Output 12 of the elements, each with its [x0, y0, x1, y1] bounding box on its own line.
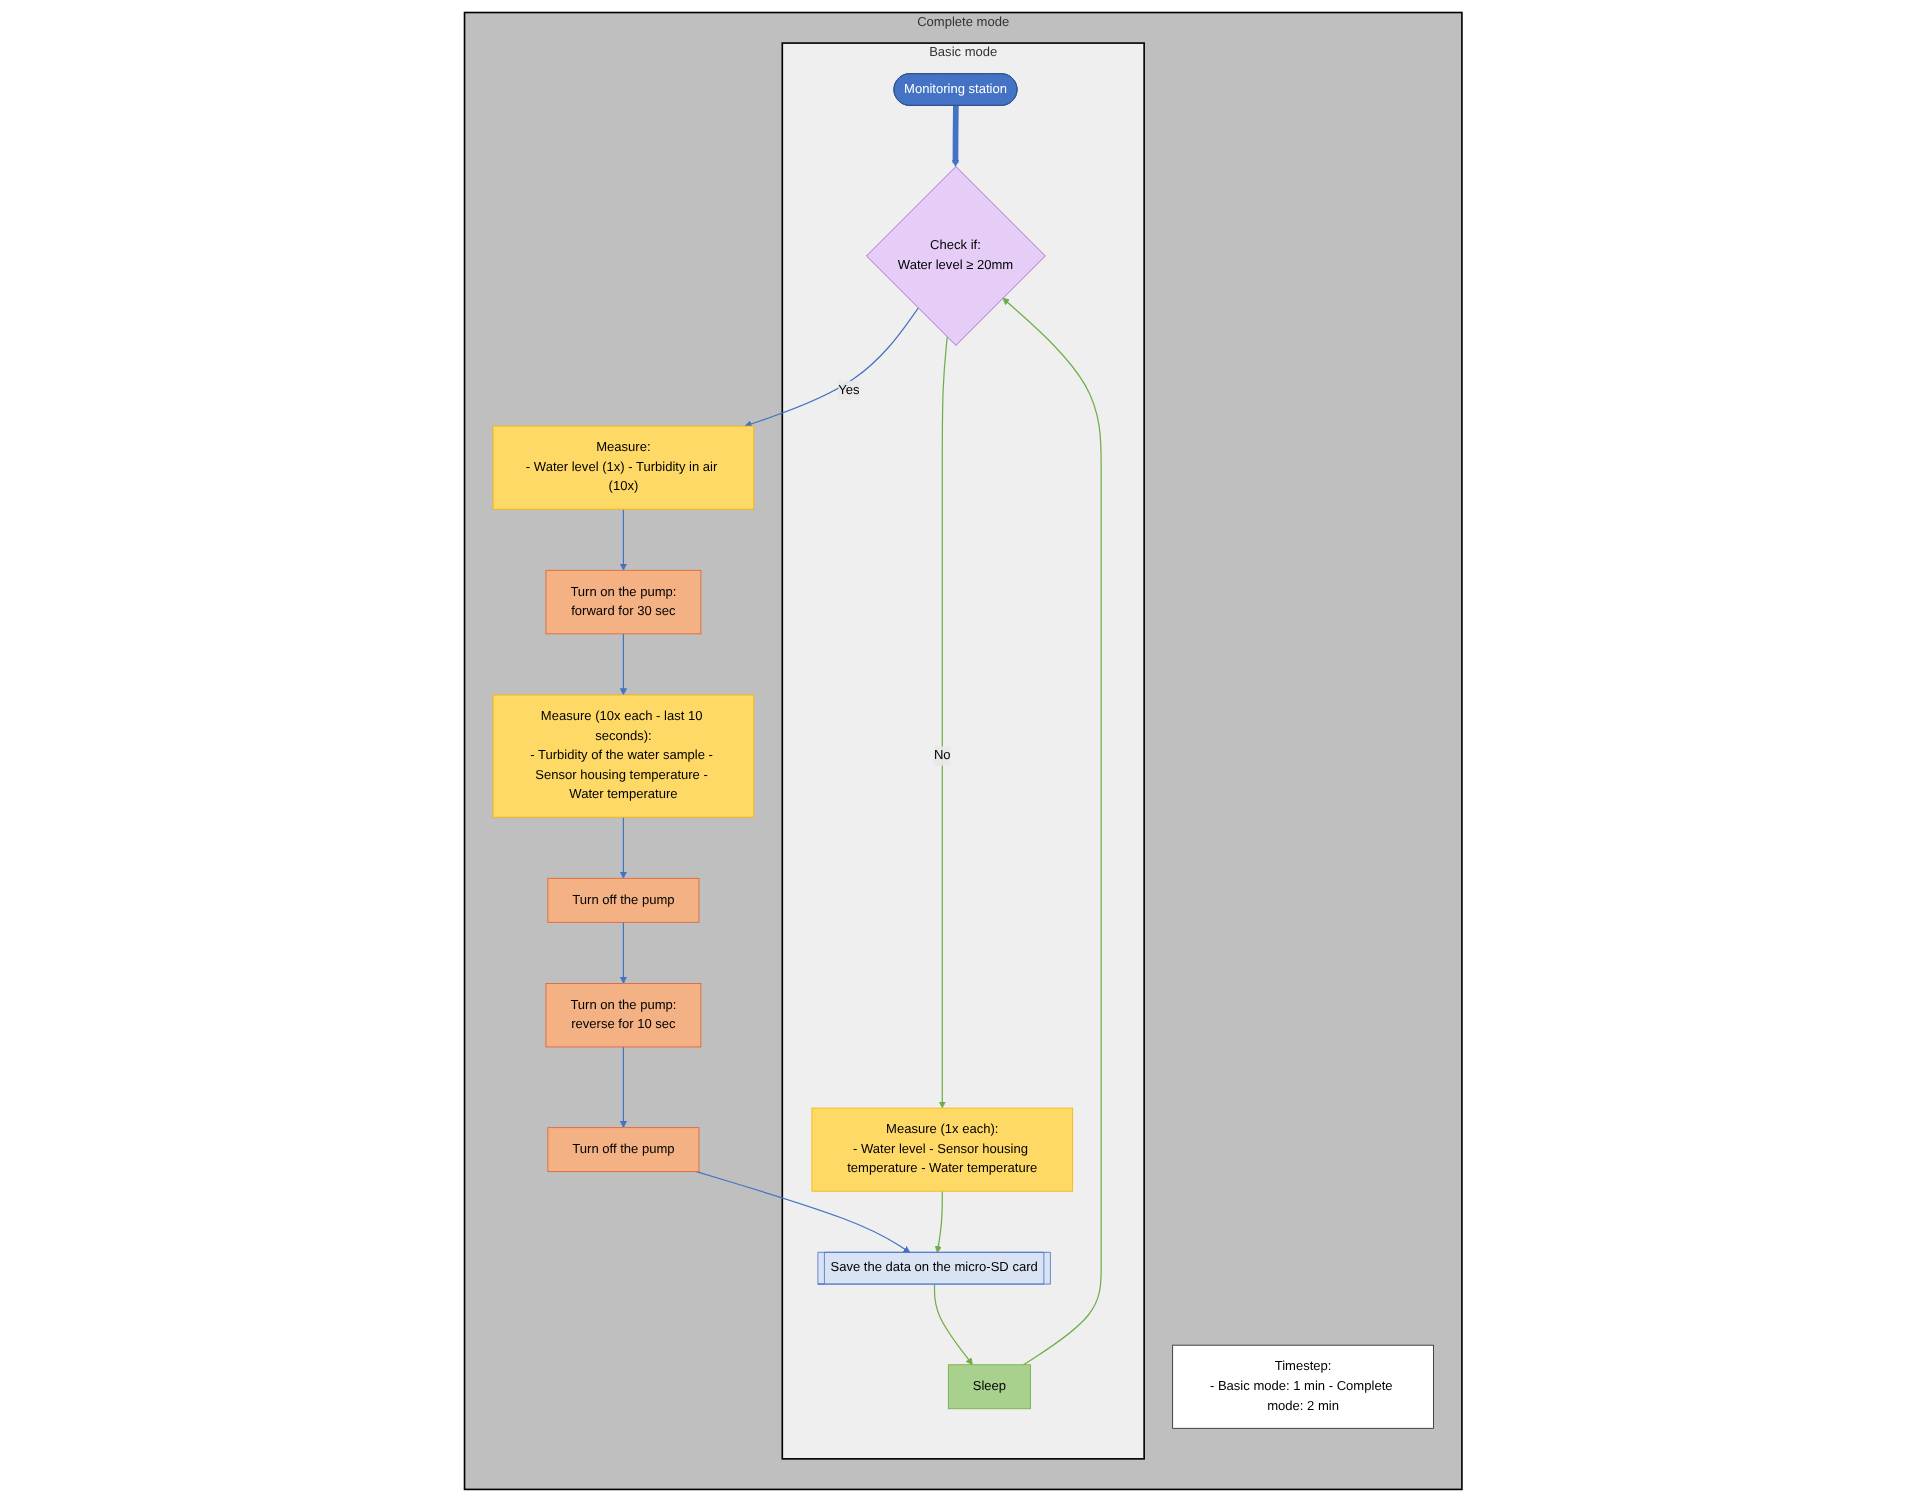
arrow: [620, 508, 628, 571]
arrow: [745, 307, 920, 428]
arrow: [620, 1046, 628, 1128]
arrow: [939, 336, 949, 1109]
arrow: [620, 816, 628, 879]
arrow: [935, 1190, 944, 1254]
arrow: [696, 1171, 912, 1254]
arrow: [1003, 297, 1103, 1366]
arrow: [952, 105, 960, 167]
arrow: [620, 921, 628, 984]
arrow: [620, 633, 628, 696]
arrow: [934, 1283, 974, 1366]
